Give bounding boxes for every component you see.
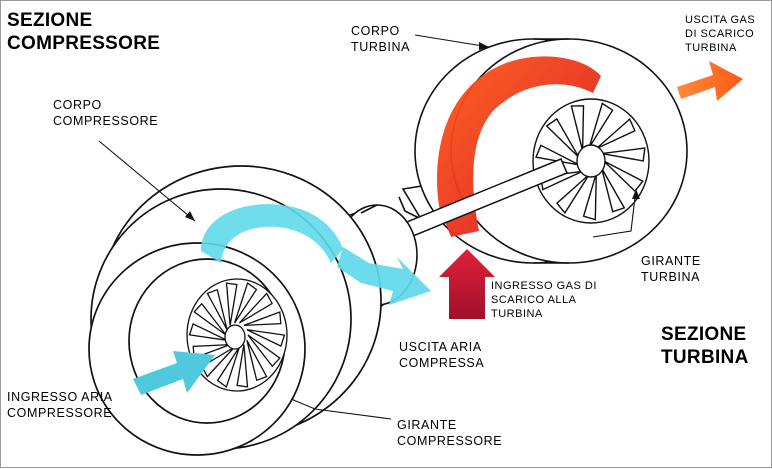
- blade: [236, 344, 249, 388]
- blade: [582, 173, 597, 221]
- exhaust-inlet-arrow: [439, 249, 495, 319]
- compressor-housing-label: CORPO COMPRESSORE: [53, 98, 159, 128]
- air-inlet-label: INGRESSO ARIA COMPRESSORE: [7, 390, 113, 420]
- compressor-section-title: SEZIONE COMPRESSORE: [7, 10, 161, 54]
- hot-gas-flow: [437, 56, 601, 237]
- compressed-air-outlet-label: USCITA ARIA COMPRESSA: [399, 340, 485, 370]
- turbine-section-title: SEZIONE TURBINA: [661, 324, 749, 368]
- turbine-housing-label: CORPO TURBINA: [351, 24, 411, 54]
- cold-air-flow: [201, 204, 431, 305]
- blade: [570, 105, 585, 151]
- blade: [247, 334, 281, 368]
- blade: [243, 311, 282, 327]
- turbine-wheel: [532, 98, 650, 224]
- blade: [238, 292, 273, 324]
- blade: [545, 117, 580, 158]
- blade: [588, 102, 614, 148]
- blade: [201, 346, 236, 378]
- blade: [188, 322, 228, 341]
- blade: [595, 117, 636, 150]
- leader-lines: [98, 34, 637, 420]
- compressor-wheel-label: GIRANTE COMPRESSORE: [397, 418, 503, 448]
- exhaust-outlet-label: USCITA GAS DI SCARICO TURBINA: [685, 14, 756, 54]
- blade: [601, 168, 626, 213]
- leader-arrowheads: [185, 42, 640, 221]
- blade: [601, 147, 646, 162]
- blade: [216, 346, 241, 388]
- blade: [233, 282, 258, 324]
- blade: [225, 282, 238, 326]
- blade: [555, 173, 590, 215]
- exhaust-inlet-label: INGRESSO GAS DI SCARICO ALLA TURBINA: [491, 280, 597, 320]
- blade: [206, 288, 228, 331]
- blade: [246, 329, 286, 348]
- blade: [193, 302, 227, 336]
- exhaust-outlet-arrow: [677, 61, 743, 101]
- compressor-wheel: [186, 278, 288, 392]
- air-inlet-arrow: [133, 351, 215, 395]
- turbine-wheel-label: GIRANTE TURBINA: [641, 254, 701, 284]
- blade: [603, 160, 644, 193]
- blade: [246, 339, 268, 382]
